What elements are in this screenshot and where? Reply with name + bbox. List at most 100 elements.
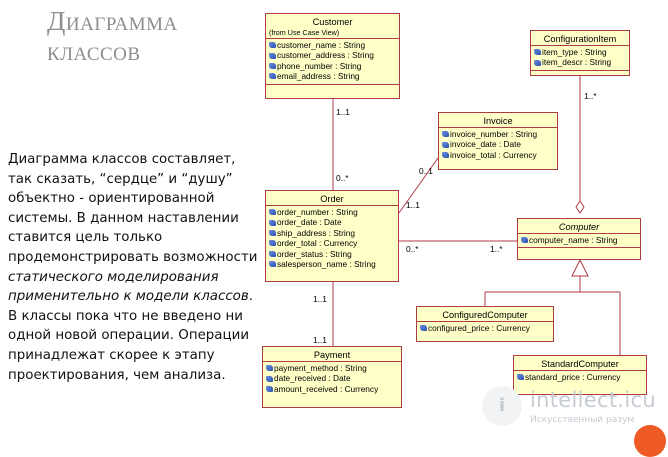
attribute: invoice_date : Date	[442, 139, 555, 149]
attribute-text: order_date : Date	[277, 217, 342, 228]
operations-compartment	[531, 69, 629, 75]
aggregation-diamond	[575, 200, 585, 214]
attribute-icon	[269, 240, 276, 247]
attribute-text: invoice_date : Date	[450, 139, 522, 150]
attribute: customer_name : String	[269, 40, 397, 50]
watermark: i intellect.icu Искусственный разум	[480, 382, 660, 436]
attribute: payment_method : String	[266, 363, 399, 373]
operations-compartment	[518, 247, 640, 252]
attribute-text: ship_address : String	[277, 227, 355, 238]
attribute-icon	[269, 261, 276, 268]
class-name: Order	[320, 194, 344, 204]
class-name: Invoice	[483, 116, 513, 126]
attribute: computer_name : String	[521, 235, 638, 245]
attribute-text: customer_name : String	[277, 40, 366, 50]
attribute-text: configured_price : Currency	[428, 323, 530, 333]
attribute-text: invoice_total : Currency	[450, 149, 537, 160]
paragraph-1: Диаграмма классов составляет, так сказат…	[8, 150, 258, 307]
attribute-icon	[266, 365, 273, 372]
slide-body-text: Диаграмма классов составляет, так сказат…	[8, 150, 258, 385]
attribute-icon	[420, 325, 427, 332]
slide-title: Диаграмма классов	[47, 6, 178, 66]
attribute-list: invoice_number : String invoice_date : D…	[439, 128, 557, 162]
attribute-text: item_descr : String	[542, 57, 612, 68]
attribute: order_date : Date	[269, 217, 396, 227]
watermark-title: intellect.icu	[530, 388, 656, 412]
attribute-text: date_received : Date	[274, 373, 351, 384]
order-invoice-association	[398, 157, 439, 214]
class-separator	[417, 321, 553, 322]
attribute-text: item_type : String	[542, 47, 607, 57]
attribute-icon	[534, 59, 541, 66]
class-name: ConfigurationItem	[543, 34, 617, 44]
attribute: item_type : String	[534, 47, 627, 57]
multiplicity-computer-order-end: 1..*	[490, 244, 503, 254]
attribute-list: configured_price : Currency	[417, 322, 553, 335]
attribute-text: standard_price : Currency	[525, 372, 621, 382]
attribute: order_number : String	[269, 207, 396, 217]
attribute: amount_received : Currency	[266, 384, 399, 394]
multiplicity-order-computer-end: 0..*	[406, 244, 419, 254]
multiplicity-customer-end: 1..1	[336, 107, 350, 117]
attribute-text: order_total : Currency	[277, 238, 358, 249]
generalization-triangle	[571, 258, 589, 277]
attribute-text: phone_number : String	[277, 60, 362, 71]
operations-compartment	[266, 83, 399, 93]
attribute: salesperson_name : String	[269, 259, 396, 269]
attribute: customer_address : String	[269, 50, 397, 60]
class-separator	[439, 127, 557, 128]
attribute: item_descr : String	[534, 57, 627, 67]
attribute: order_total : Currency	[269, 238, 396, 248]
class-invoice: Invoice invoice_number : String invoice_…	[438, 112, 558, 170]
attribute: date_received : Date	[266, 373, 399, 383]
attribute-icon	[442, 141, 449, 148]
class-separator	[531, 45, 629, 46]
paragraph-1-emphasis: статического моделирования применительно…	[8, 269, 249, 305]
class-order: Order order_number : String order_date :…	[265, 190, 399, 282]
attribute: order_status : String	[269, 249, 396, 259]
class-separator	[514, 370, 646, 371]
paragraph-2: В классы пока что не введено ни одной но…	[8, 308, 250, 383]
attribute-text: computer_name : String	[529, 235, 618, 245]
attribute-list: order_number : String order_date : Date …	[266, 206, 398, 271]
class-payment: Payment payment_method : String date_rec…	[262, 346, 402, 408]
multiplicity-config-end: 1..*	[584, 91, 597, 101]
attribute-icon	[269, 230, 276, 237]
attribute-list: item_type : String item_descr : String	[531, 46, 629, 70]
attribute-list: computer_name : String	[518, 234, 640, 247]
class-separator	[263, 361, 401, 362]
diagram-connectors	[332, 76, 621, 355]
attribute-icon	[521, 237, 528, 244]
attribute-text: salesperson_name : String	[277, 259, 376, 270]
attribute-icon	[442, 152, 449, 159]
attribute-icon	[266, 386, 273, 393]
multiplicity-order-customer-end: 0..*	[336, 173, 349, 183]
attribute-icon	[266, 375, 273, 382]
attribute-icon	[269, 42, 276, 49]
title-line-2: классов	[47, 36, 141, 66]
multiplicity-payment-end: 1..1	[313, 335, 327, 345]
attribute-icon	[269, 63, 276, 70]
class-computer: Computer computer_name : String	[517, 218, 641, 260]
class-separator	[266, 38, 399, 39]
attribute-icon	[534, 49, 541, 56]
attribute-text: email_address : String	[277, 71, 360, 82]
attribute-text: amount_received : Currency	[274, 383, 379, 394]
title-line-1: Диаграмма	[47, 6, 178, 36]
class-name: ConfiguredComputer	[442, 310, 528, 320]
attribute: phone_number : String	[269, 61, 397, 71]
attribute-icon	[269, 73, 276, 80]
attribute-text: customer_address : String	[277, 50, 374, 61]
attribute-icon	[269, 250, 276, 257]
class-configuration-item: ConfigurationItem item_type : String ite…	[530, 30, 630, 76]
class-name: Payment	[313, 350, 351, 360]
watermark-logo-icon: i	[482, 386, 522, 426]
class-stereotype: (from Use Case View)	[269, 28, 340, 37]
attribute: standard_price : Currency	[517, 372, 644, 382]
multiplicity-order-payment-end: 1..1	[313, 294, 327, 304]
attribute: ship_address : String	[269, 228, 396, 238]
class-name: Computer	[558, 222, 600, 232]
attribute-text: order_status : String	[277, 248, 352, 259]
attribute-list: customer_name : String customer_address …	[266, 39, 399, 84]
corner-decoration-icon	[634, 425, 666, 457]
